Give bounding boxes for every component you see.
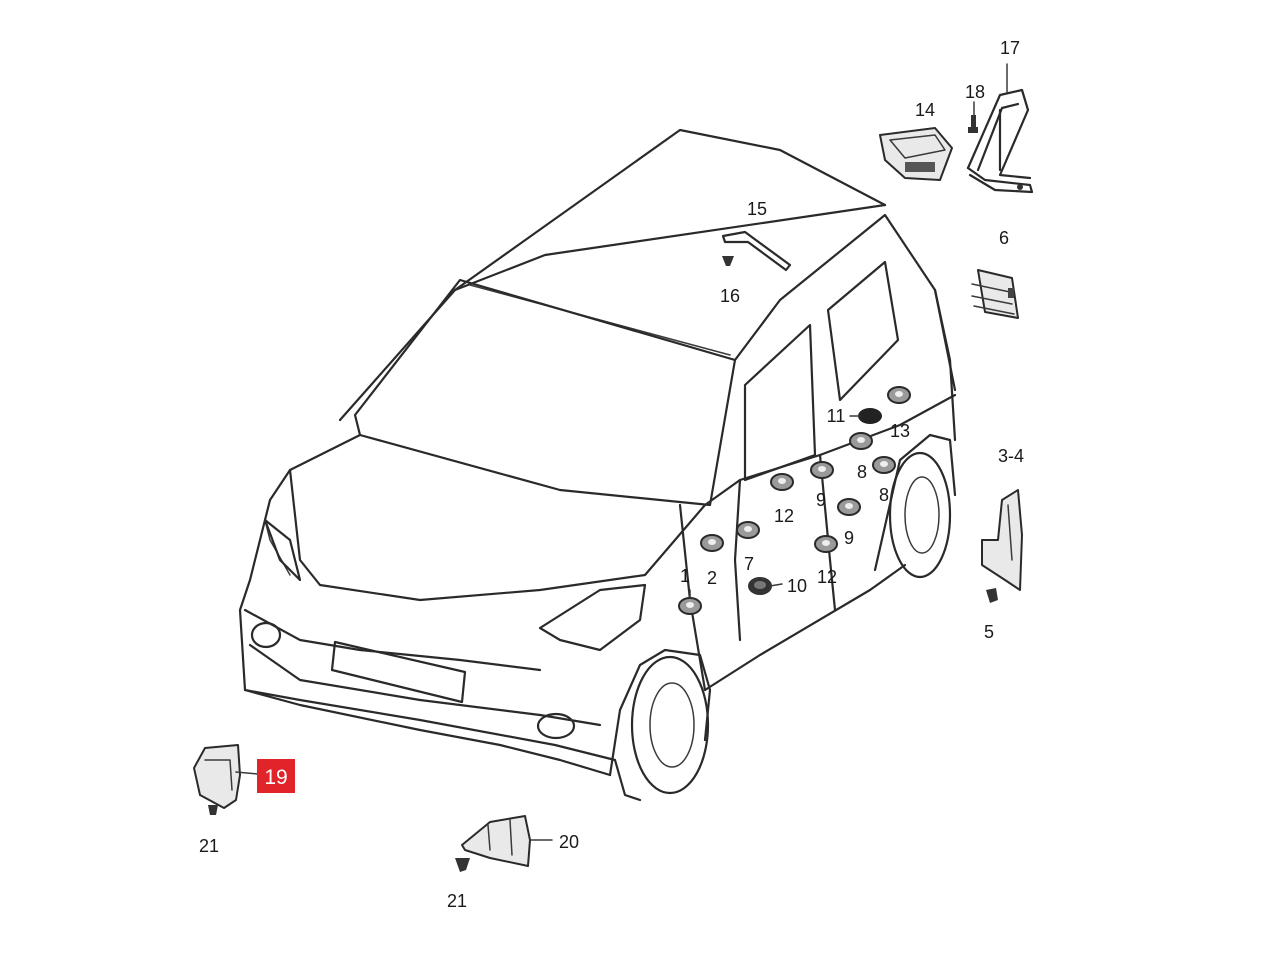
callout-14: 14: [915, 100, 935, 120]
callout-17: 17: [1000, 38, 1020, 58]
plug-11: [858, 408, 882, 424]
part-21b: [455, 858, 470, 872]
part-15: [721, 230, 792, 272]
callout-9a: 9: [816, 490, 826, 510]
fastener-8a: [849, 432, 873, 450]
callout-12a: 12: [774, 506, 794, 526]
callout-3-4: 3-4: [998, 446, 1024, 466]
part-19: [193, 744, 259, 809]
callout-9b: 9: [844, 528, 854, 548]
callout-21b: 21: [447, 891, 467, 911]
fastener-12b: [814, 535, 838, 553]
callout-10: 10: [787, 576, 807, 596]
fastener-9b: [837, 498, 861, 516]
callout-7: 7: [744, 554, 754, 574]
callout-19: 19: [264, 766, 287, 789]
leader-lines: [689, 63, 1008, 599]
part-17: [966, 88, 1034, 194]
callout-13: 13: [890, 421, 910, 441]
part-20: [461, 815, 553, 867]
plug-10: [748, 577, 772, 595]
part-5: [986, 588, 998, 603]
part-21a: [208, 805, 218, 815]
callout-16: 16: [720, 286, 740, 306]
part-3-4: [981, 489, 1023, 591]
fastener-1: [678, 597, 702, 615]
callout-19-box: [257, 759, 295, 793]
part-18: [968, 115, 978, 133]
part-6: [971, 269, 1019, 319]
callout-18: 18: [965, 82, 985, 102]
callout-8a: 8: [857, 462, 867, 482]
fastener-8b: [872, 456, 896, 474]
callout-20: 20: [559, 832, 579, 852]
callout-labels: 1 2 3-4 5 6 7 8 8 9 9 10 11 12 12 13 14 …: [199, 38, 1024, 911]
callout-11: 11: [827, 406, 846, 426]
part-14: [879, 127, 953, 181]
fastener-12a: [770, 473, 794, 491]
callout-21a: 21: [199, 836, 219, 856]
fastener-7: [736, 521, 760, 539]
callout-12b: 12: [817, 567, 837, 587]
car-outline: [238, 128, 957, 802]
callout-15: 15: [747, 199, 767, 219]
fastener-2: [700, 534, 724, 552]
callout-5: 5: [984, 622, 994, 642]
callout-19-highlight: 19: [257, 759, 295, 793]
fastener-9a: [810, 461, 834, 479]
fasteners: [678, 386, 911, 615]
callout-8b: 8: [879, 485, 889, 505]
part-16: [722, 256, 734, 266]
callout-1: 1: [680, 566, 690, 586]
fastener-13: [887, 386, 911, 404]
callout-2: 2: [707, 568, 717, 588]
callout-6: 6: [999, 228, 1009, 248]
